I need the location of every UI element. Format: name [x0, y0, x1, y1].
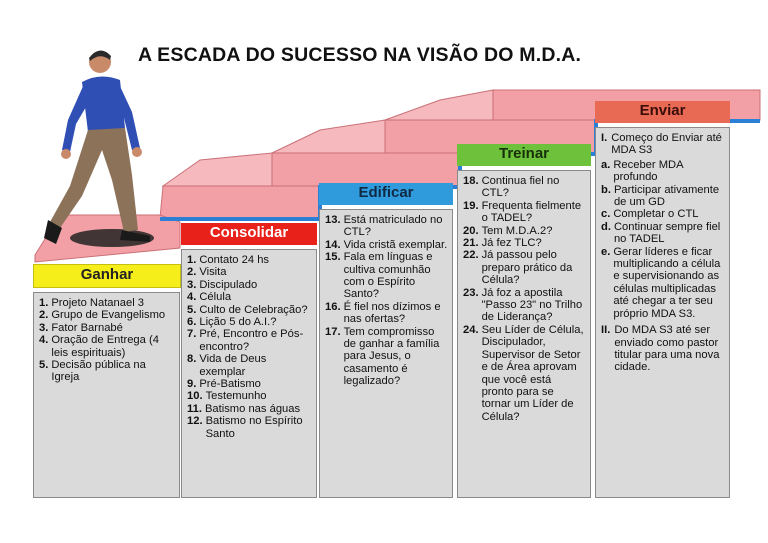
section-ii: II.Do MDA S3 até ser enviado como pastor…: [601, 324, 720, 374]
list-item: 3.Discipulado: [187, 278, 258, 291]
list-item: d.Continuar sempre fiel no TADEL: [601, 220, 721, 246]
list-treinar: 18.Continua fiel no CTL? 19.Frequenta fi…: [463, 175, 586, 423]
header-ganhar: Ganhar: [33, 264, 181, 288]
list-item: e.Gerar líderes e ficar multiplicando a …: [601, 245, 721, 320]
list-item: 10.Testemunho: [187, 390, 267, 403]
list-edificar: 13.Está matriculado no CTL? 14.Vida cris…: [325, 214, 448, 388]
list-item: 19.Frequenta fielmente o TADEL?: [463, 199, 582, 225]
list-item: 7.Pré, Encontro e Pós-encontro?: [187, 328, 304, 353]
header-edificar: Edificar: [319, 183, 453, 205]
list-item: 24.Seu Líder de Célula, Discipulador, Su…: [463, 323, 584, 423]
list-item: 6.Lição 5 do A.I.?: [187, 316, 277, 329]
list-item: 4.Célula: [187, 291, 232, 304]
column-consolidar: 1.Contato 24 hs 2.Visita 3.Discipulado 4…: [181, 249, 317, 498]
list-item: c.Completar o CTL: [601, 208, 699, 221]
list-item: 18.Continua fiel no CTL?: [463, 175, 560, 200]
list-item: 12.Batismo no Espírito Santo: [187, 415, 303, 440]
list-item: 20.Tem M.D.A.2?: [463, 224, 553, 237]
list-item: 15.Fala em línguas e cultiva comunhão co…: [325, 251, 433, 301]
list-item: 23.Já foz a apostila "Passo 23" no Trilh…: [463, 286, 583, 324]
section-i: I.Começo do Enviar até MDA S3: [601, 132, 722, 157]
list-item: 17.Tem compromisso de ganhar a família p…: [325, 325, 440, 388]
step-riser-2: [271, 152, 461, 187]
walking-man-icon: [44, 50, 150, 244]
list-item: 2.Grupo de Evangelismo: [39, 309, 166, 322]
page-title: A ESCADA DO SUCESSO NA VISÃO DO M.D.A.: [138, 44, 582, 66]
list-item: 11.Batismo nas águas: [187, 402, 301, 415]
list-consolidar: 1.Contato 24 hs 2.Visita 3.Discipulado 4…: [187, 254, 312, 440]
column-edificar: 13.Está matriculado no CTL? 14.Vida cris…: [319, 209, 453, 498]
list-item: 14.Vida cristã exemplar.: [325, 238, 448, 251]
list-ganhar: 1.Projeto Natanael 3 2.Grupo de Evangeli…: [39, 297, 175, 384]
step-riser-1: [159, 185, 321, 219]
header-treinar: Treinar: [457, 144, 591, 166]
list-item: a.Receber MDA profundo: [601, 158, 683, 184]
list-item: b.Participar ativamente de um GD: [601, 183, 720, 209]
list-item: 22.Já passou pelo preparo prático da Cél…: [463, 249, 573, 287]
list-item: 2.Visita: [187, 266, 227, 279]
list-item: 13.Está matriculado no CTL?: [325, 214, 443, 239]
list-item: 5.Culto de Celebração?: [187, 303, 308, 316]
sublist-i: a.Receber MDA profundo b.Participar ativ…: [601, 159, 725, 320]
list-item: 21.Já fez TLC?: [463, 237, 542, 250]
header-consolidar: Consolidar: [181, 223, 317, 245]
list-item: 1.Projeto Natanael 3: [39, 297, 145, 309]
list-item: 8.Vida de Deus exemplar: [187, 353, 267, 378]
list-item: 4.Oração de Entrega (4 leis espirituais): [39, 334, 159, 359]
list-item: 1.Contato 24 hs: [187, 254, 270, 266]
column-ganhar: 1.Projeto Natanael 3 2.Grupo de Evangeli…: [33, 292, 180, 498]
list-item: 9.Pré-Batismo: [187, 378, 261, 391]
column-enviar: I.Começo do Enviar até MDA S3 a.Receber …: [595, 127, 730, 498]
column-treinar: 18.Continua fiel no CTL? 19.Frequenta fi…: [457, 170, 591, 498]
header-enviar: Enviar: [595, 101, 730, 123]
list-item: 3.Fator Barnabé: [39, 321, 123, 334]
list-item: 16.É fiel nos dízimos e nas ofertas?: [325, 300, 441, 326]
list-item: 5.Decisão pública na Igreja: [39, 359, 146, 384]
